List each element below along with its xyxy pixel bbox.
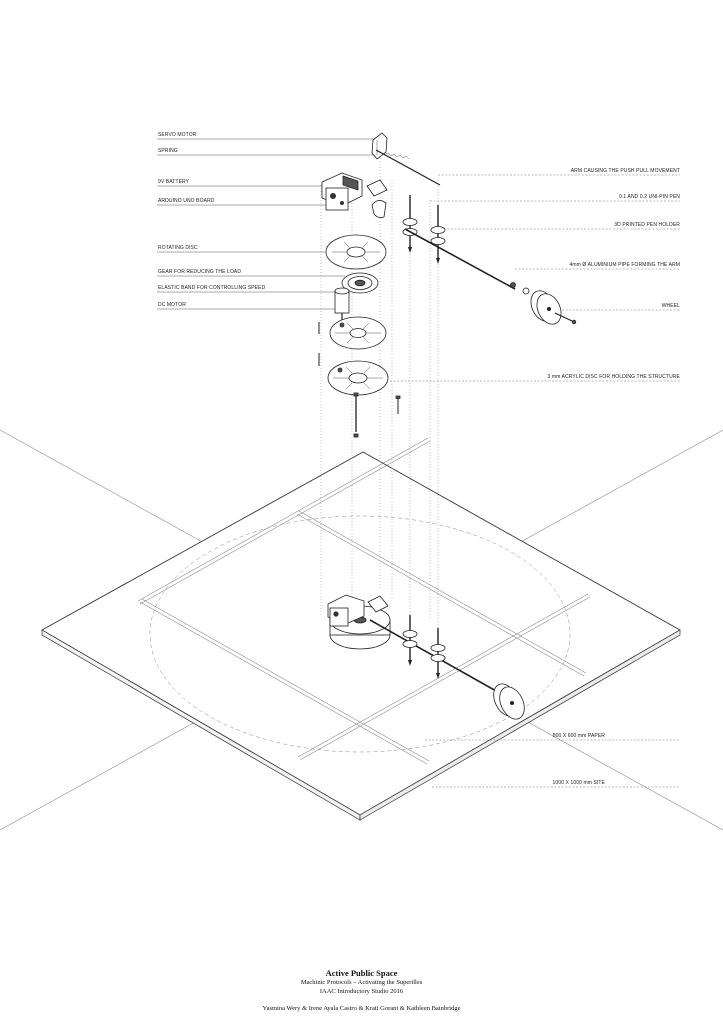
- label-battery: 9V BATTERY: [158, 179, 190, 185]
- paper-outline: [149, 515, 571, 753]
- drawing-subtitle: Machinic Protocols – Activating the Supe…: [300, 979, 423, 986]
- label-pen-holder: 3D PRINTED PEN HOLDER: [614, 222, 680, 228]
- label-gear: GEAR FOR REDUCING THE LOAD: [158, 269, 241, 275]
- leader-lines: [157, 138, 680, 788]
- label-pipe: 4mm Ø ALUMINIUM PIPE FORMING THE ARM: [570, 262, 680, 268]
- label-pen: 0.1 AND 0.2 UNI-PIN PEN: [619, 194, 680, 200]
- label-wheel: WHEEL: [662, 303, 680, 309]
- pen-part-1: [402, 195, 418, 253]
- label-rotating-disc: ROTATING DISC: [158, 245, 198, 251]
- rotating-disc-part: [325, 234, 387, 270]
- dc-motor-part: [334, 287, 350, 320]
- drawing-title: Active Public Space: [325, 968, 398, 978]
- gear-part: [341, 272, 379, 294]
- label-arduino: ARDUINO UNO BOARD: [158, 198, 215, 204]
- acrylic-disc-part: [327, 360, 389, 396]
- spring-arm-part: [375, 149, 441, 186]
- servo-motor-part: [371, 132, 388, 160]
- label-arm-movement: ARM CAUSING THE PUSH PULL MOVEMENT: [571, 168, 680, 174]
- label-spring: SPRING: [158, 148, 178, 154]
- label-acrylic-disc: 3 mm ACRYLIC DISC FOR HOLDING THE STRUCT…: [548, 374, 681, 380]
- title-block: Active Public Space Machinic Protocols –…: [0, 968, 723, 1014]
- screws-part: [318, 322, 401, 438]
- label-servo-motor: SERVO MOTOR: [158, 132, 197, 138]
- battery-arduino-part: [321, 172, 388, 218]
- label-site: 1000 X 1000 mm SITE: [553, 780, 606, 786]
- right-labels: ARM CAUSING THE PUSH PULL MOVEMENT 0.1 A…: [548, 168, 681, 786]
- assembled-machine: [327, 594, 525, 720]
- authors: Yasmina Wery & Irene Ayala Castro & Krat…: [262, 1005, 461, 1012]
- wheel-part: [530, 290, 577, 325]
- middle-disc-part: [329, 316, 387, 350]
- label-elastic-band: ELASTIC BAND FOR CONTROLLING SPEED: [158, 285, 266, 291]
- left-labels: SERVO MOTOR SPRING 9V BATTERY ARDUINO UN…: [158, 132, 266, 308]
- label-paper: 800 X 600 mm PAPER: [553, 733, 606, 739]
- studio-name: IAAC Introductory Studio 2016: [319, 987, 404, 995]
- pipe-arm-part: [404, 228, 530, 295]
- label-dc-motor: DC MOTOR: [158, 302, 186, 308]
- pen-part-2: [430, 205, 446, 264]
